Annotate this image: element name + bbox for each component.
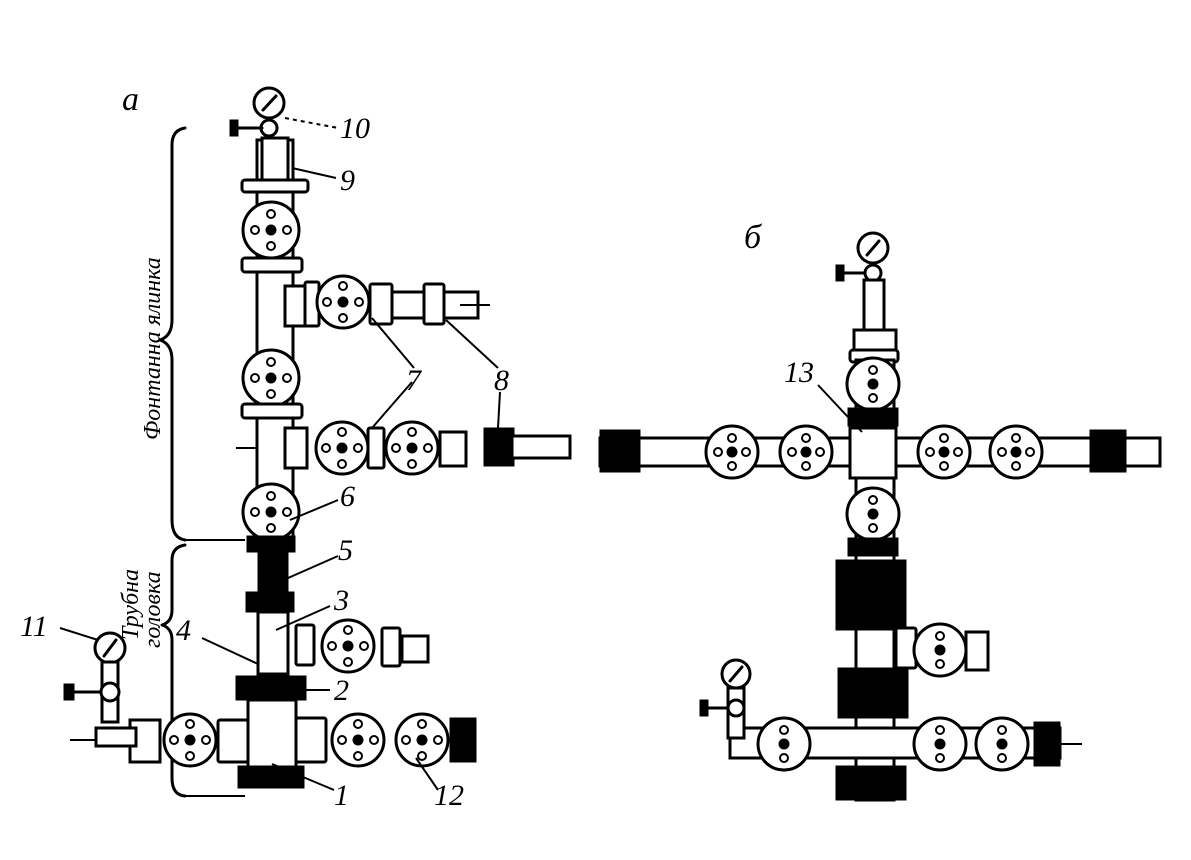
callout-12: 12 <box>434 779 464 812</box>
callout-4: 4 <box>176 614 191 647</box>
lower-brace-label-1: Трубна <box>118 569 144 640</box>
panel-a-letter: а <box>122 81 139 118</box>
a-casing-flange-2 <box>235 675 307 701</box>
callout-9: 9 <box>340 164 355 197</box>
callout-1: 1 <box>334 779 349 812</box>
leader-13 <box>817 384 863 433</box>
panel-a-leaders <box>59 117 501 791</box>
callout-3: 3 <box>333 584 349 617</box>
a-lower-tee <box>283 426 309 470</box>
callout-6: 6 <box>340 480 355 513</box>
callout-10: 10 <box>340 112 370 145</box>
lower-brace <box>160 543 187 798</box>
a-tubing-hanger <box>257 551 289 593</box>
upper-brace-label: Фонтанна ялинка <box>140 257 166 440</box>
callout-5: 5 <box>338 534 353 567</box>
a-gauge-stem <box>260 136 290 184</box>
callout-8: 8 <box>494 364 509 397</box>
a-flange-top <box>240 178 310 194</box>
callout-7: 7 <box>406 364 423 397</box>
panel-a-assembly <box>63 86 572 789</box>
b-cross-13 <box>848 426 898 480</box>
upper-brace <box>158 126 187 542</box>
panel-b-letter: б <box>744 219 763 256</box>
callout-11: 11 <box>20 610 48 643</box>
panel-a-bolt-holes <box>169 209 443 761</box>
b-tubing-head <box>835 559 907 631</box>
callout-2: 2 <box>334 674 349 707</box>
panel-b-assembly <box>598 231 1162 802</box>
callout-13: 13 <box>784 356 814 389</box>
lower-brace-label-2: головка <box>140 571 166 648</box>
panel-b-bolt-holes <box>713 365 1035 763</box>
